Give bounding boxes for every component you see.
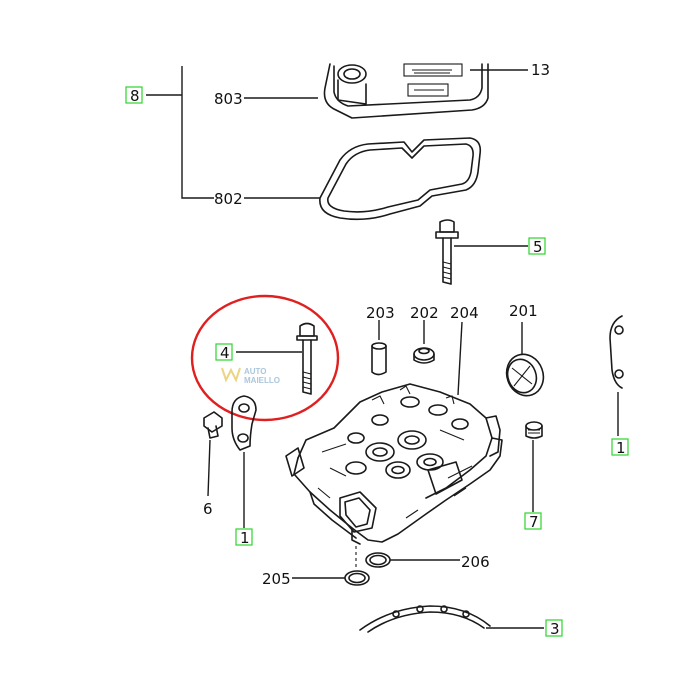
- callout-6: 6: [203, 500, 213, 518]
- highlight-circle: [190, 294, 340, 422]
- o-ring-206-part: [365, 552, 460, 568]
- callout-5: 5: [533, 238, 543, 256]
- callout-202: 202: [410, 304, 439, 322]
- group-8-bracket: [146, 66, 528, 199]
- callout-204: 204: [450, 304, 479, 322]
- callout-205: 205: [262, 570, 291, 588]
- callout-206: 206: [461, 553, 490, 571]
- watermark-logo: AUTO MAIELLO: [221, 367, 280, 385]
- callout-13: 13: [531, 61, 550, 79]
- callout-803: 803: [214, 90, 243, 108]
- callout-1-right-box: [611, 438, 629, 456]
- callout-802: 802: [214, 190, 243, 208]
- callout-5-box: [528, 237, 546, 255]
- callout-1-box: [235, 528, 253, 546]
- plug-7-part: [525, 421, 543, 512]
- cylinder-head-part: [285, 383, 503, 545]
- callout-7: 7: [529, 513, 539, 531]
- adjacent-part-right-edge: [609, 315, 624, 436]
- callout-4-box: [215, 343, 233, 361]
- callout-7-box: [524, 512, 542, 530]
- cap-201-part: [505, 322, 545, 397]
- callout-203: 203: [366, 304, 395, 322]
- plate-gasket-1-part: [231, 395, 257, 528]
- callout-3: 3: [550, 620, 560, 638]
- callout-4: 4: [220, 344, 230, 362]
- rocker-cover-gasket-part: [319, 137, 482, 221]
- watermark-line1: AUTO: [244, 367, 267, 376]
- callout-3-box: [545, 619, 563, 637]
- valve-seal-202-part: [413, 320, 435, 364]
- callout-8-box: [125, 86, 143, 104]
- callout-8: 8: [130, 87, 140, 105]
- watermark-line2: MAIELLO: [244, 376, 280, 385]
- head-gasket-3-part: [359, 605, 544, 633]
- o-ring-205-part: [292, 570, 370, 586]
- rocker-cover-part: [323, 63, 489, 119]
- valve-guide-203-part: [371, 320, 387, 376]
- callout-201: 201: [509, 302, 538, 320]
- leader-204: [457, 321, 463, 396]
- bolt-4-part: [236, 322, 318, 395]
- callout-1: 1: [240, 529, 250, 547]
- head-bolt-5-part: [435, 219, 528, 285]
- plug-6-part: [203, 411, 223, 497]
- callout-1-right: 1: [616, 439, 626, 457]
